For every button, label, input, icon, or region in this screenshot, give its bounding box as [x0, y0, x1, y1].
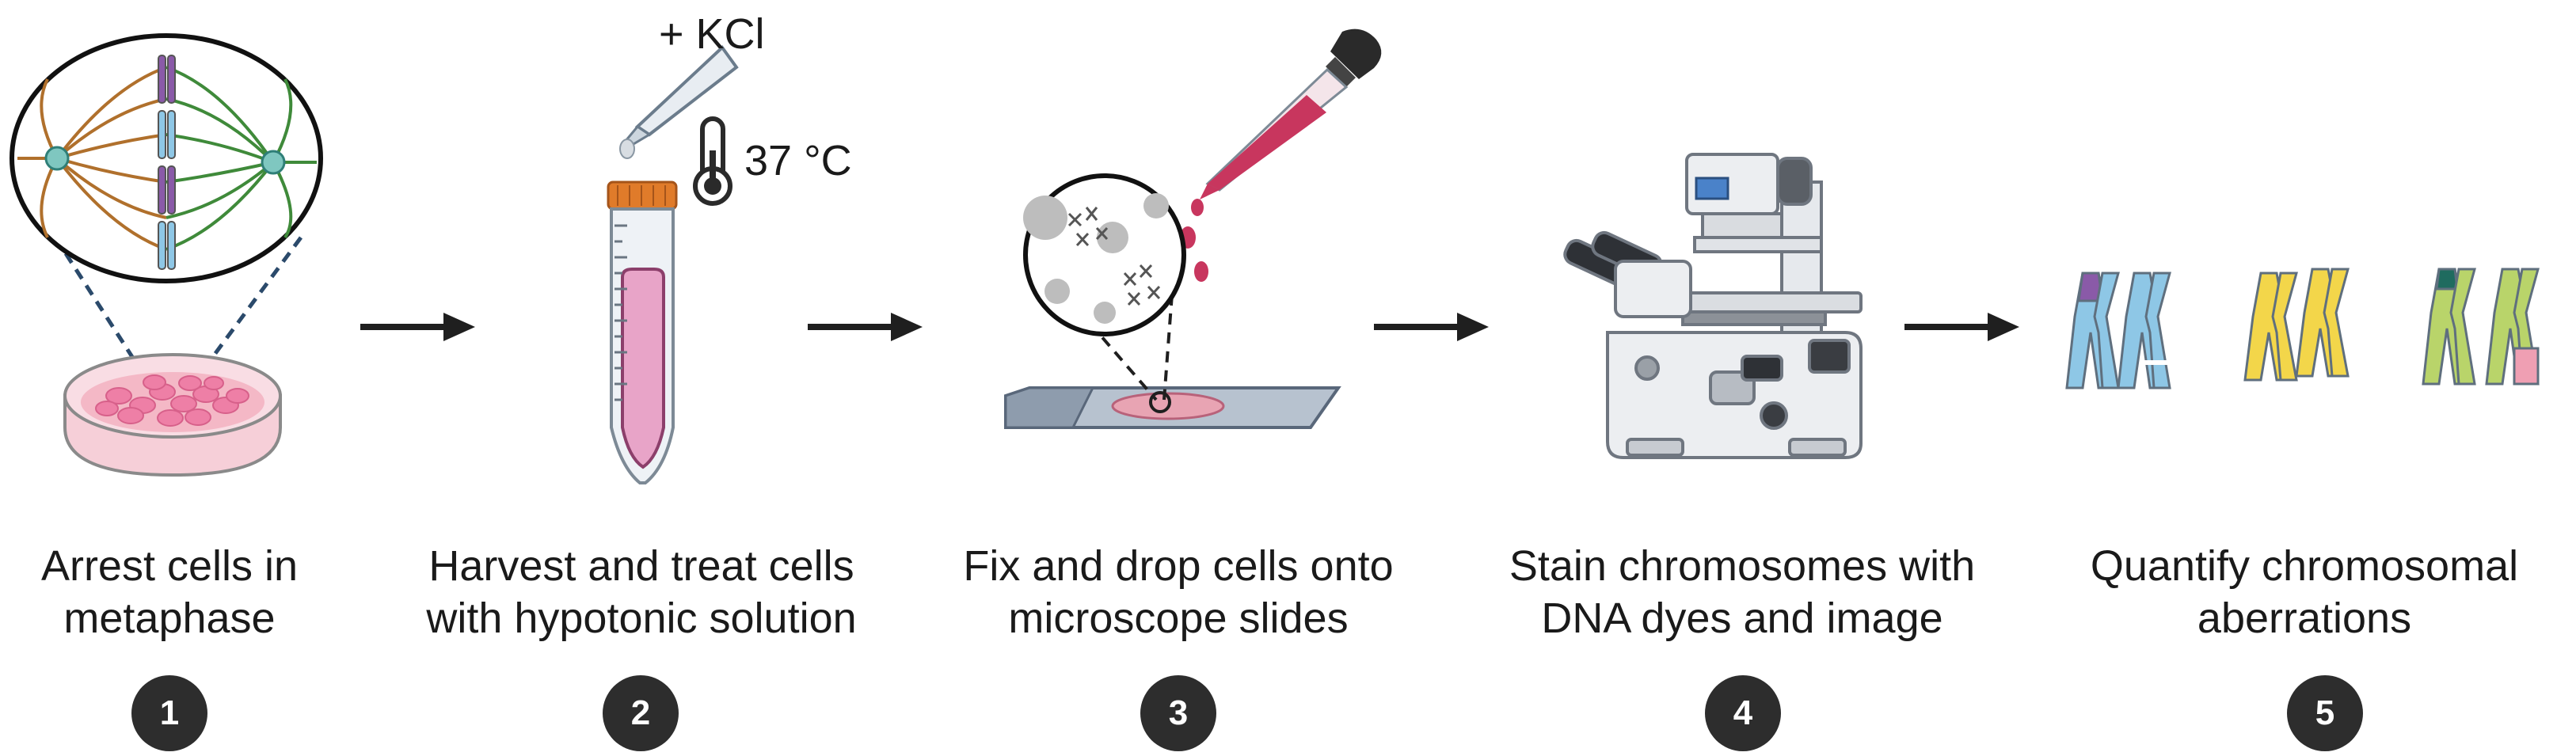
step-2-caption-line-1: Harvest and treat cells [428, 542, 854, 590]
step-2-badge: 2 [603, 675, 679, 751]
step-5-caption-line-2: aberrations [2197, 595, 2412, 642]
step-2-illustration [607, 44, 739, 484]
step-5-caption-line-1: Quantify chromosomal [2090, 542, 2519, 590]
step-5-illustration [2065, 268, 2540, 389]
chromosome-pair-yellow [2243, 268, 2350, 382]
step-1-caption: Arrest cells in metaphase [0, 540, 423, 644]
centrifuge-tube [607, 180, 678, 484]
step-5-caption: Quantify chromosomal aberrations [2051, 540, 2558, 644]
arrow-2-to-3 [808, 313, 923, 341]
microscope-slide [1004, 386, 1341, 429]
chromosome-pair-translocation [2065, 272, 2171, 389]
chromosome-pair-exchange [2422, 268, 2540, 386]
metaphase-cell [10, 33, 323, 283]
step-3-illustration [1004, 28, 1382, 429]
step-3-caption: Fix and drop cells onto microscope slide… [925, 540, 1432, 644]
pipette-icon [619, 44, 739, 159]
step-1-caption-line-1: Arrest cells in [40, 542, 299, 590]
arrow-4-to-5 [1904, 313, 2019, 341]
reagent-label: + KCl [659, 10, 765, 58]
step-1-badge: 1 [131, 675, 207, 751]
step-5-badge: 5 [2287, 675, 2363, 751]
step-3-caption-line-1: Fix and drop cells onto [963, 542, 1394, 590]
microscope-icon [1563, 153, 1863, 459]
step-3-badge: 3 [1140, 675, 1216, 751]
step-3-caption-line-2: microscope slides [1008, 595, 1349, 642]
metaphase-spread-view [1023, 173, 1186, 336]
petri-dish [63, 353, 282, 477]
step-1-caption-line-2: metaphase [63, 595, 276, 642]
step-4-illustration [1563, 153, 1863, 459]
temperature-label: 37 °C [744, 137, 852, 184]
step-2-caption: Harvest and treat cells with hypotonic s… [388, 540, 895, 644]
dropper-icon [1180, 28, 1382, 282]
step-4-caption-line-2: DNA dyes and image [1541, 595, 1943, 642]
step-4-caption-line-1: Stain chromosomes with [1509, 542, 1976, 590]
step-4-badge: 4 [1705, 675, 1781, 751]
arrow-3-to-4 [1374, 313, 1489, 341]
step-2-caption-line-2: with hypotonic solution [426, 595, 857, 642]
arrow-1-to-2 [360, 313, 475, 341]
thermometer-icon [693, 116, 732, 206]
step-4-caption: Stain chromosomes with DNA dyes and imag… [1489, 540, 1996, 644]
step-1-illustration [10, 33, 323, 477]
